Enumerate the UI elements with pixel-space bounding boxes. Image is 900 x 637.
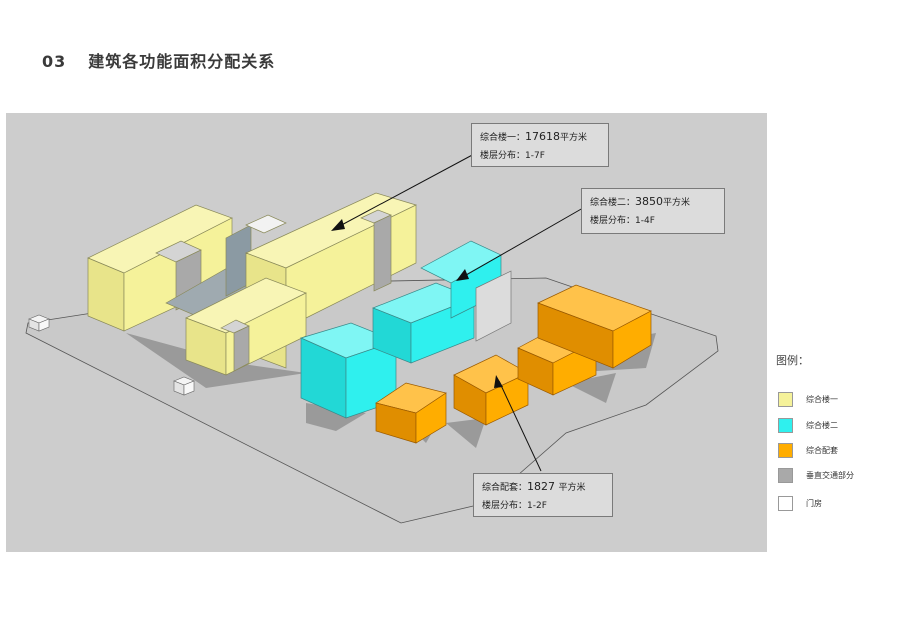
massing-diagram: 综合楼一：17618平方米 楼层分布：1-7F 综合楼二：3850平方米 楼层分… (6, 113, 767, 552)
building-1 (87, 192, 417, 376)
page-title: 03 建筑各功能面积分配关系 (42, 48, 275, 72)
section-title: 建筑各功能面积分配关系 (88, 52, 276, 71)
arrowheads (331, 219, 503, 388)
callout-support: 综合配套：1827 平方米 楼层分布：1-2F (473, 473, 613, 517)
building-2 (299, 240, 512, 419)
gatehouse-2 (173, 376, 195, 396)
massing-drawing (25, 152, 719, 524)
gatehouse-1 (28, 314, 50, 332)
leader-lines (335, 152, 584, 472)
section-number: 03 (42, 52, 67, 71)
support-facilities (375, 284, 652, 444)
callout-building-1: 综合楼一：17618平方米 楼层分布：1-7F (471, 123, 609, 167)
legend-title: 图例： (776, 354, 809, 367)
callout-building-2: 综合楼二：3850平方米 楼层分布：1-4F (581, 188, 725, 234)
